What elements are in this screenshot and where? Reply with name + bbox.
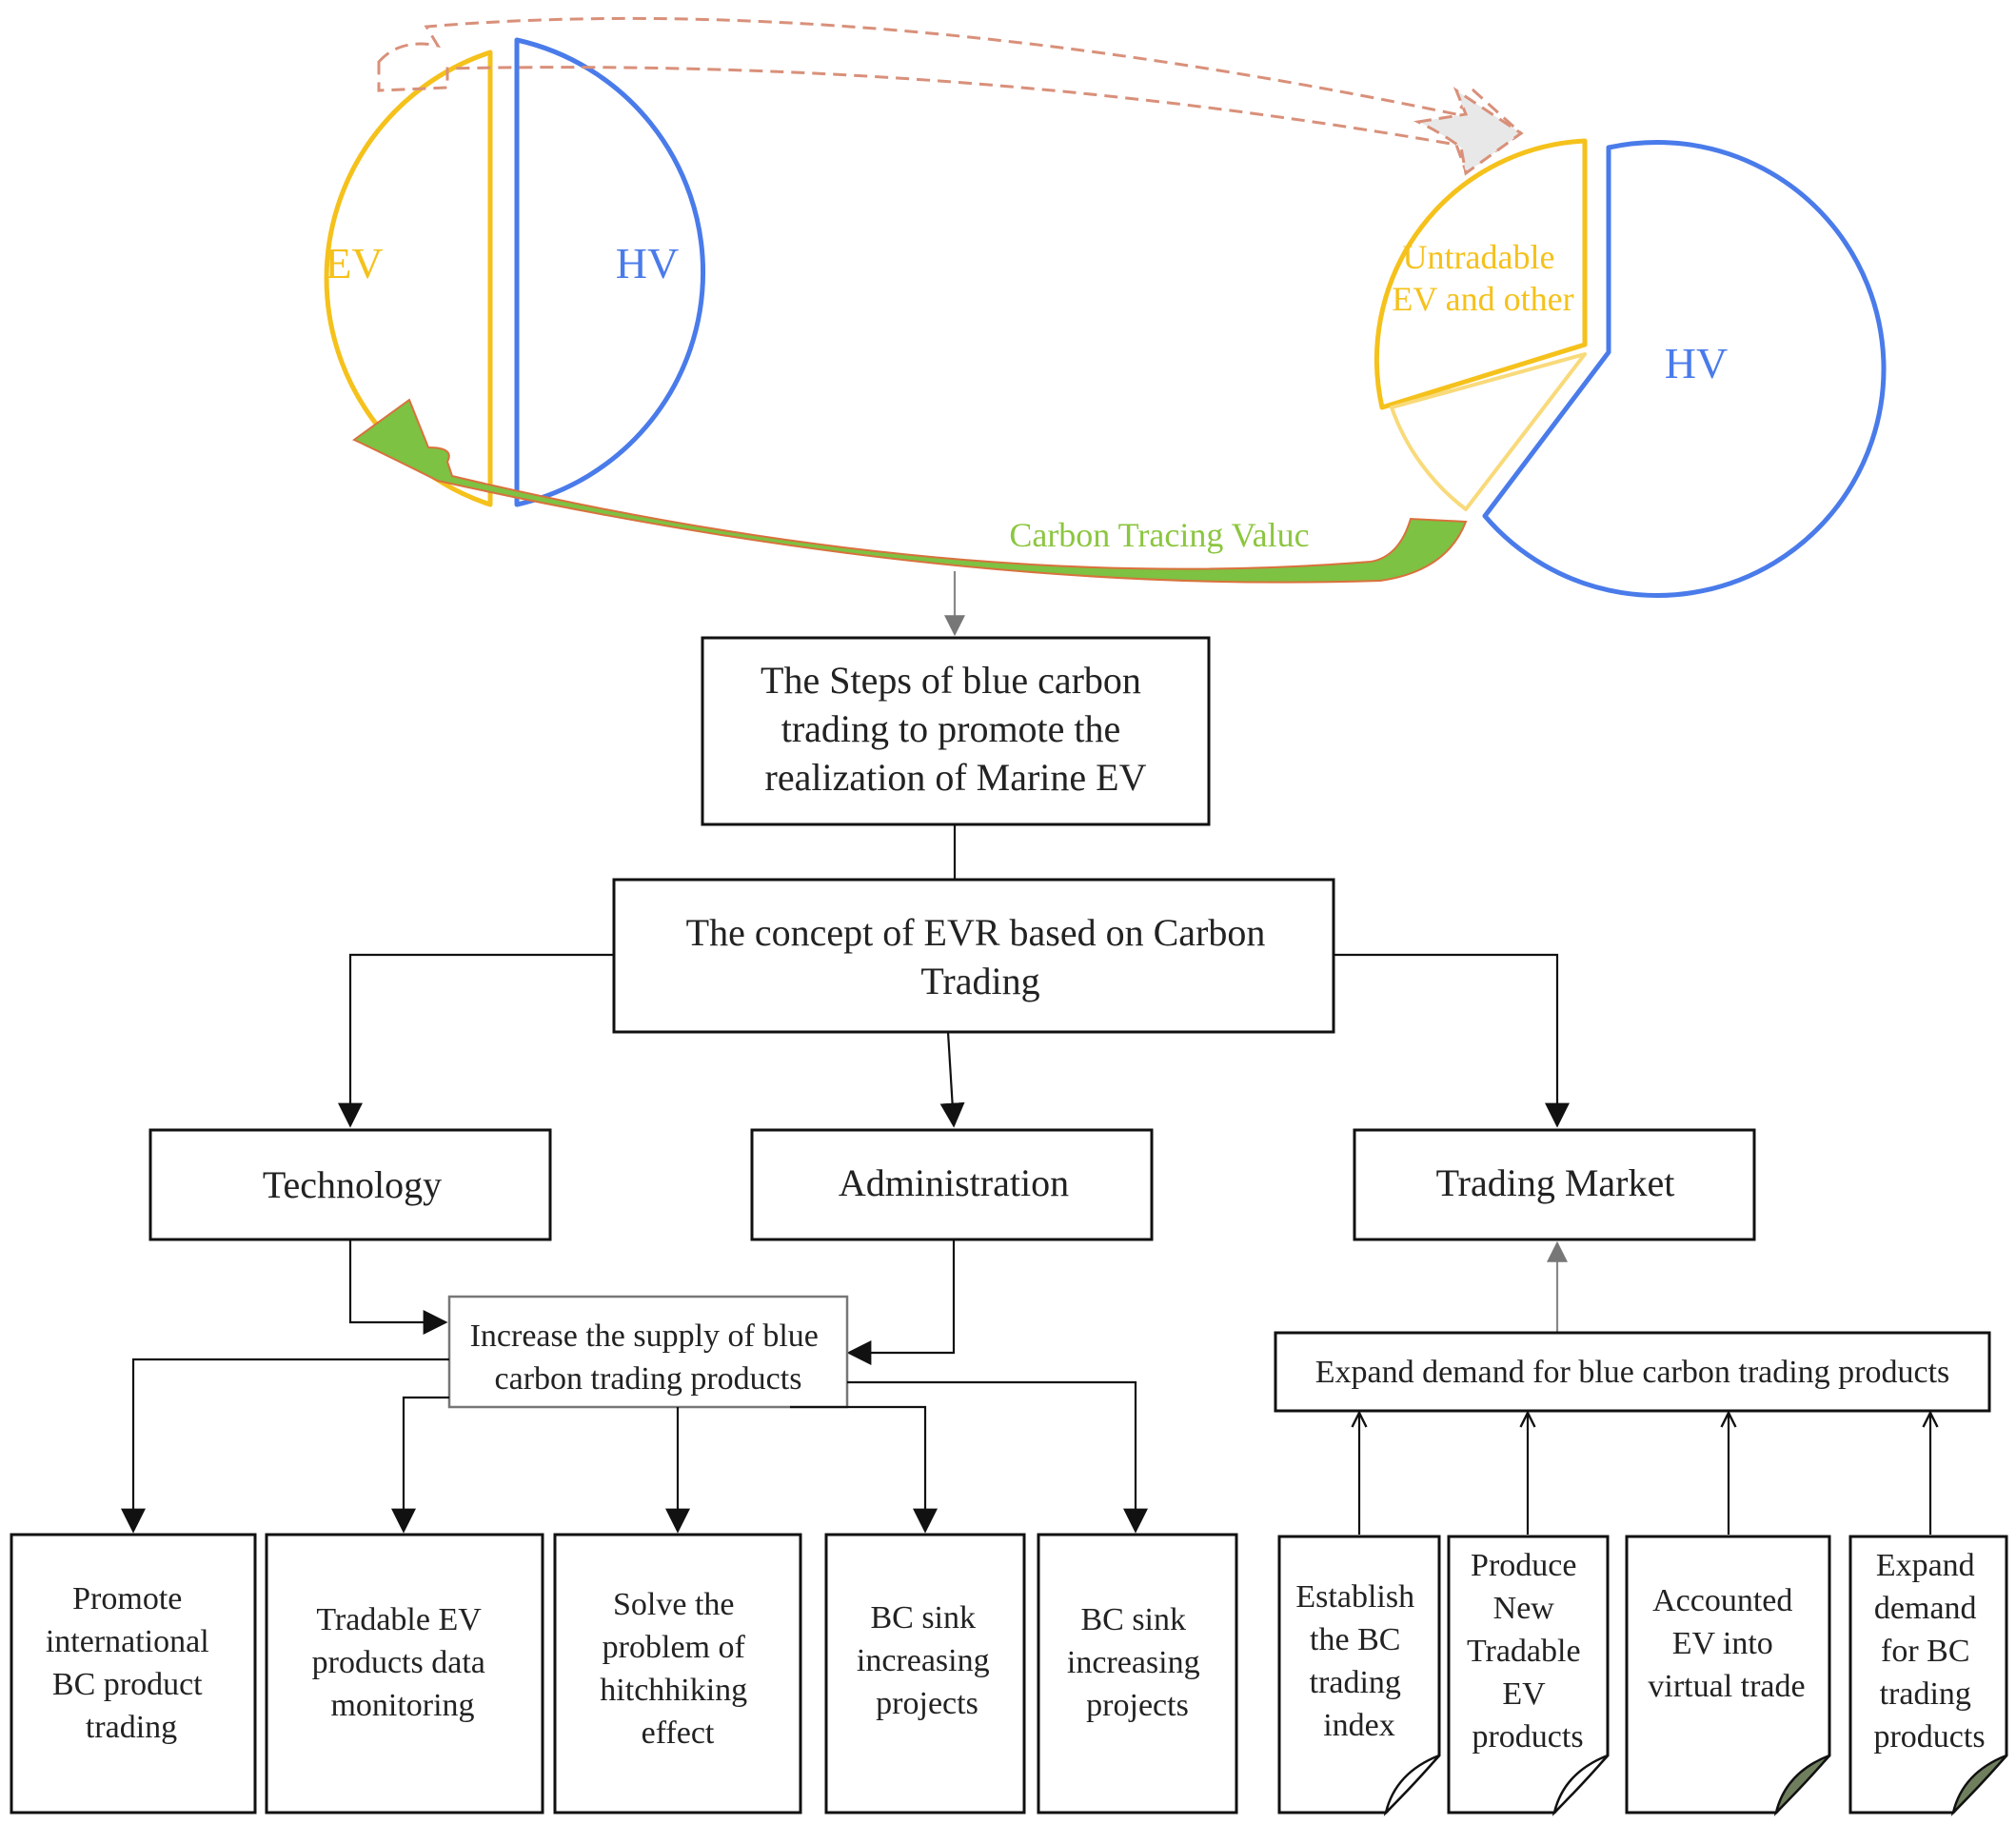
- demand-item-2: Produce New Tradable EV products: [1447, 1535, 1610, 1817]
- connector-concept-to-administration: [939, 1031, 965, 1128]
- connector-supply-to-item-4: [790, 1405, 938, 1534]
- connector-supply-to-item-2: [391, 1396, 449, 1534]
- concept-box: [612, 878, 1335, 1034]
- right-pie-tradable-segment: [1390, 352, 1587, 511]
- demand-item-1-fold-icon: [1383, 1754, 1440, 1817]
- right-pie-untradable-label: Untradable EV and other: [1392, 238, 1573, 318]
- transfer-arrow-head: [1413, 87, 1524, 176]
- right-pie-hv-segment: [1482, 139, 1887, 598]
- supply-item-3-text: Solve the problem of hitchhiking effect: [600, 1587, 755, 1751]
- demand-item-3-text: Accounted EV into virtual trade: [1648, 1583, 1805, 1704]
- right-pie: Untradable EV and other HV: [1374, 138, 1887, 598]
- steps-box-text: The Steps of blue carbon trading to prom…: [761, 659, 1151, 799]
- administration-label: Administration: [839, 1161, 1069, 1204]
- demand-item-4-text: Expand demand for BC trading products: [1873, 1548, 1985, 1755]
- trading-market-label: Trading Market: [1436, 1161, 1675, 1204]
- supply-item-2-box: [265, 1533, 544, 1814]
- demand-item-2-fold-icon: [1552, 1754, 1609, 1817]
- connector-concept-to-technology: [338, 953, 614, 1128]
- supply-item-1-text: Promote international BC product trading: [46, 1581, 217, 1745]
- left-pie-hv-segment: [514, 37, 706, 507]
- demand-item-2-text: Produce New Tradable EV products: [1467, 1548, 1589, 1755]
- supply-item-4-text: BC sink increasing projects: [857, 1600, 998, 1721]
- connector-supply-to-item-1: [121, 1358, 449, 1534]
- supply-item-5-box: [1037, 1533, 1238, 1814]
- concept-box-text: The concept of EVR based on Carbon Tradi…: [686, 911, 1275, 1002]
- supply-item-1-box: [10, 1533, 257, 1814]
- carbon-trading-arrow: [352, 398, 1468, 584]
- administration-box: [750, 1128, 1154, 1241]
- technology-label: Technology: [263, 1163, 442, 1206]
- trading-market-box: [1353, 1128, 1756, 1241]
- demand-item-4-fold-icon: [1950, 1754, 2007, 1817]
- connector-administration-to-supply: [846, 1239, 956, 1365]
- demand-item-1-text: Establish the BC trading index: [1295, 1579, 1422, 1743]
- left-pie-hv-label: HV: [616, 239, 679, 287]
- connector-technology-to-supply: [348, 1239, 448, 1335]
- supply-item-2-text: Tradable EV products data monitoring: [312, 1602, 494, 1723]
- left-pie-ev-label: EV: [325, 239, 383, 287]
- transfer-dashed-arrow: [377, 16, 1524, 174]
- connector-concept-to-trading-market: [1334, 953, 1570, 1128]
- demand-box: [1274, 1331, 1991, 1413]
- supply-box-text: Increase the supply of blue carbon tradi…: [470, 1318, 827, 1397]
- right-pie-untradable-segment: [1374, 138, 1588, 410]
- connector-supply-to-item-5: [847, 1380, 1148, 1534]
- demand-box-text: Expand demand for blue carbon trading pr…: [1315, 1355, 1950, 1390]
- demand-item-1: Establish the BC trading index: [1277, 1535, 1441, 1817]
- right-pie-hv-label: HV: [1665, 339, 1728, 387]
- carbon-trading-label: Carbon Tracing Valuc: [1009, 516, 1309, 554]
- demand-item-3-fold-icon: [1773, 1754, 1830, 1817]
- technology-box: [148, 1128, 552, 1241]
- demand-item-4: Expand demand for BC trading products: [1848, 1535, 2008, 1817]
- supply-item-5-text: BC sink increasing projects: [1067, 1602, 1208, 1723]
- supply-box: [447, 1295, 849, 1409]
- supply-item-4-box: [824, 1533, 1026, 1814]
- supply-item-3-box: [553, 1533, 802, 1814]
- demand-item-3: Accounted EV into virtual trade: [1625, 1535, 1831, 1817]
